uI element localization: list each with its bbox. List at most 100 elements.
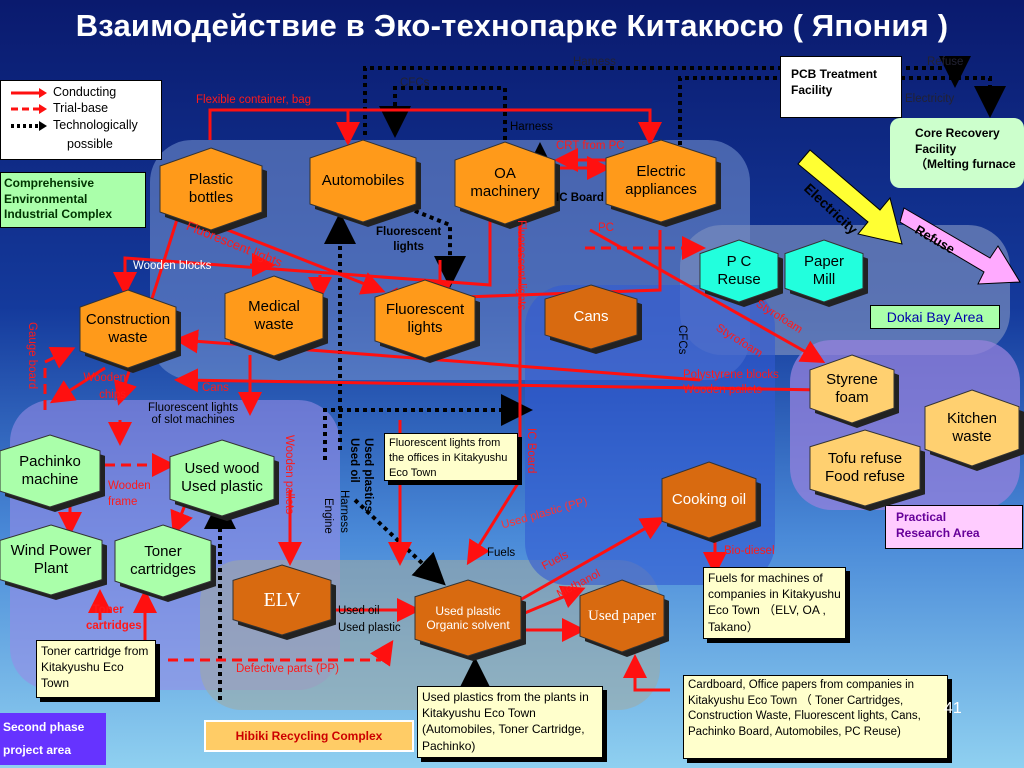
flow-electricity-top: Electricity [905,93,955,105]
hexagon-shape [224,275,328,361]
node-label: Styrene foam [826,371,878,406]
hexagon-shape [699,239,783,307]
node-label: Electric appliances [625,163,697,198]
flow-wooden-chips: Wooden chips [83,372,126,402]
flow-polystyrene: Polystyrene blocks [683,369,779,381]
hexagon-shape [114,524,216,602]
hexagon-shape [374,279,480,363]
solid-arrow-icon [11,88,47,98]
node-medical-waste: Medical waste [224,275,328,361]
flow-used-plastic: Used plastic [338,622,401,634]
pcb-facility: PCB Treatment Facility [780,56,902,118]
page-number: 41 [944,700,962,717]
note-cardboard: Cardboard, Office papers from companies … [683,675,948,759]
hexagon-shape [414,579,526,661]
flow-ic-board: IC Board [556,192,604,204]
legend: Conducting Trial-base Technologically po… [0,80,162,160]
node-kitchen-waste: Kitchen waste [924,389,1024,471]
node-styrene-foam: Styrene foam [809,354,899,428]
dokai-area-label: Dokai Bay Area [870,305,1000,329]
node-tofu-refuse: Tofu refuse Food refuse [809,429,925,511]
node-label: OA machinery [470,165,540,200]
node-label: Toner cartridges [130,543,196,578]
node-plastic-bottles: Plastic bottles [159,147,267,235]
hexagon-shape [924,389,1024,471]
hexagon-shape [0,434,105,512]
hexagon-shape [169,439,279,521]
node-label: Used paper [588,608,656,624]
hexagon-shape [232,564,336,640]
node-label: Plastic bottles [188,171,234,206]
flow-fuels-1: Fuels [487,547,516,559]
hexagon-shape [159,147,267,235]
flow-harness-mid: Harness [510,121,553,133]
core-recovery-facility: Core Recovery Facility （Melting furnace [890,118,1024,188]
flow-flexible-container: Flexible container, bag [196,94,312,106]
flow-engine-vertical: Engine [322,498,334,534]
node-wind-power: Wind Power Plant [0,524,107,600]
node-label: Paper Mill [803,253,845,288]
node-electric-appliances: Electric appliances [605,139,721,227]
flow-wooden-blocks: Wooden blocks [133,260,212,272]
legend-tech-possible-2: possible [67,137,113,151]
node-label: Automobiles [321,172,405,189]
node-elv: ELV [232,564,336,640]
flow-gauge-board: Gauge board [26,322,38,390]
note-used-plastics-plants: Used plastics from the plants in Kitakyu… [417,686,603,758]
node-label: Medical waste [248,298,300,333]
page-title: Взаимодействие в Эко-технопарке Китакюсю… [75,8,949,43]
node-label: Tofu refuse Food refuse [824,450,906,485]
node-pachinko: Pachinko machine [0,434,105,512]
node-label: Construction waste [85,311,171,346]
refuse-arrow-icon [900,207,1021,285]
flow-bio-diesel: Bio-diesel [724,545,775,557]
flow-wooden-frame: Wooden frame [108,480,151,509]
node-cans: Cans [544,284,642,354]
second-phase-label: Second phase project area [0,713,106,765]
flow-used-oil-vertical: Used oil [348,438,360,483]
flow-used-oil: Used oil [338,605,380,617]
note-toner-from: Toner cartridge from Kitakyushu Eco Town [36,640,156,698]
flow-fluorescent-center: Fluorescent lights [376,226,442,253]
node-automobiles: Automobiles [309,139,421,227]
hexagon-shape [454,141,560,229]
hexagon-shape [79,289,181,373]
hexagon-shape [0,524,107,600]
node-label: Used wood Used plastic [181,460,263,495]
hexagon-shape [661,461,761,543]
flow-pc: PC [598,222,614,234]
node-label: Cans [573,308,609,325]
node-construction-waste: Construction waste [79,289,181,373]
node-pc-reuse: P C Reuse [699,239,783,307]
hexagon-shape [309,139,421,227]
hexagon-shape [544,284,642,354]
dotted-arrow-icon [11,121,47,131]
flow-toner-cartridges: Toner cartridges [86,604,142,632]
node-oa-machinery: OA machinery [454,141,560,229]
hibiki-area-label: Hibiki Recycling Complex [204,720,414,752]
node-used-wood: Used wood Used plastic [169,439,279,521]
flow-ic-board-vertical: IC Board [525,428,537,474]
flow-defective-parts: Defective parts (PP) [236,663,339,675]
node-toner-cartridges: Toner cartridges [114,524,216,602]
node-label: Used plastic Organic solvent [426,603,510,632]
node-used-plastic-solvent: Used plastic Organic solvent [414,579,526,661]
flow-cfcs-top: CFCs [400,77,430,89]
flow-refuse-top: Refuse [927,56,964,68]
hexagon-shape [809,429,925,511]
node-label: Kitchen waste [946,410,998,445]
flow-cans: Cans [202,382,229,394]
node-label: ELV [263,589,301,611]
comprehensive-area-label: Comprehensive Environmental Industrial C… [0,172,146,228]
hexagon-shape [784,239,868,307]
note-fluorescent-offices: Fluorescent lights from the offices in K… [384,433,518,481]
flow-crt-from-pc: CRT from PC [556,140,625,152]
node-paper-mill: Paper Mill [784,239,868,307]
node-label: Cooking oil [671,491,747,508]
flow-cfcs-vertical: CFCs [676,325,688,355]
node-label: P C Reuse [717,253,761,288]
node-label: Pachinko machine [19,453,81,488]
node-fluorescent-lights: Fluorescent lights [374,279,480,363]
flow-wooden-pallets-right: Wooden pallets [683,384,763,396]
